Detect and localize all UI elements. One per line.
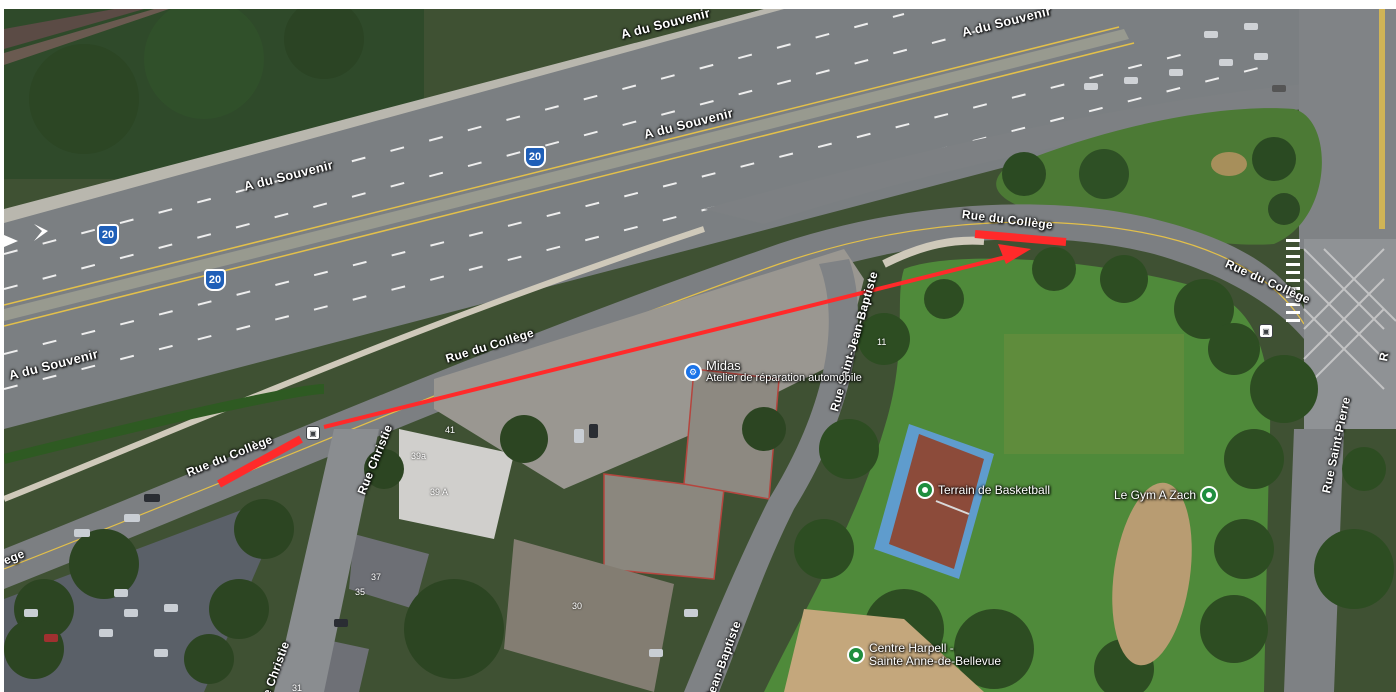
place-pin-icon — [916, 481, 934, 499]
address-number: 35 — [355, 587, 366, 597]
map-imagery — [4, 9, 1396, 692]
poi-centre-harpell-line2: Sainte Anne-de-Bellevue — [869, 654, 1002, 668]
poi-midas[interactable]: ⚙ Midas Atelier de réparation automobile — [684, 359, 862, 385]
bus-stop-icon[interactable]: ▣ — [306, 426, 320, 440]
address-number: 39a — [411, 451, 427, 461]
poi-le-gym-a-zach[interactable]: Le Gym A Zach — [1114, 486, 1219, 504]
poi-midas-name: Midas — [706, 358, 741, 373]
address-number: 11 — [877, 337, 887, 347]
poi-le-gym-a-zach-name: Le Gym A Zach — [1114, 487, 1197, 502]
address-number: 37 — [371, 572, 382, 582]
highway-shield-20: 20 — [97, 224, 119, 246]
address-number: 31 — [292, 683, 303, 692]
place-pin-icon — [1200, 486, 1219, 504]
highway-shield-20: 20 — [524, 146, 546, 168]
poi-centre-harpell[interactable]: Centre Harpell - Sainte Anne-de-Bellevue — [847, 642, 1001, 668]
poi-centre-harpell-line1: Centre Harpell - — [869, 641, 954, 655]
car-repair-icon: ⚙ — [684, 363, 702, 381]
poi-midas-category: Atelier de réparation automobile — [706, 372, 862, 384]
poi-terrain-de-basketball-name: Terrain de Basketball — [938, 482, 1051, 497]
satellite-map[interactable]: 20 20 20 A du Souvenir A du Souvenir A d… — [4, 9, 1396, 692]
poi-terrain-de-basketball[interactable]: Terrain de Basketball — [916, 481, 1050, 499]
address-number: 30 — [572, 601, 583, 611]
highway-shield-20: 20 — [204, 269, 226, 291]
address-number: 39 A — [430, 487, 449, 497]
bus-stop-icon[interactable]: ▣ — [1259, 324, 1273, 338]
address-number: 41 — [445, 425, 456, 435]
place-pin-icon — [847, 646, 865, 664]
